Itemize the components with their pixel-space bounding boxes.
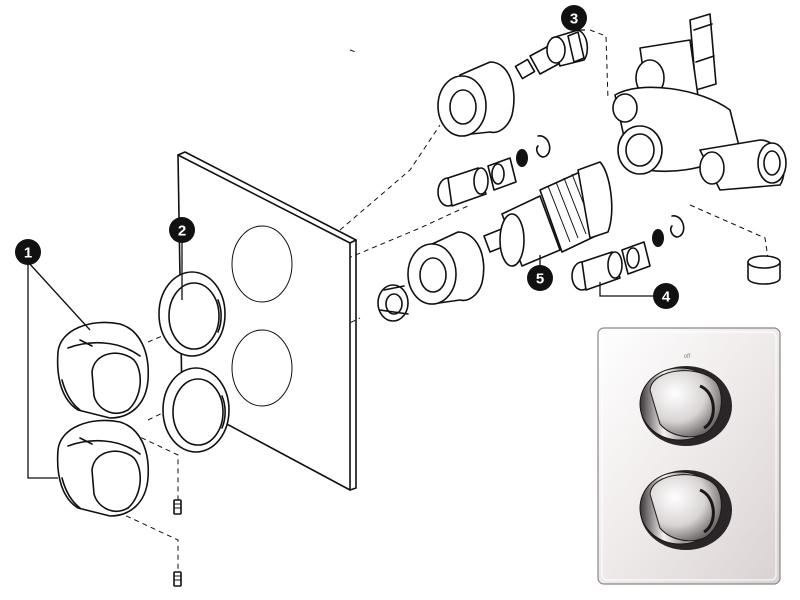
callout-5: 5 [527,265,553,291]
callout-1-label: 1 [24,245,32,262]
callout-2: 2 [169,217,195,243]
blanking-cap [747,255,781,285]
plate-opening [231,329,293,407]
check-valve-right [571,215,685,291]
photo-knob-lower [639,470,732,550]
control-knob-lower [56,419,150,517]
product-photo: off [597,327,781,585]
photo-off-label: off [684,354,691,360]
shroud-sleeve-upper [437,61,515,137]
check-valve-left [437,135,551,207]
callout-3: 3 [561,5,587,31]
sealing-ring [158,271,226,357]
callout-4: 4 [653,283,679,309]
thermostatic-cartridge [483,161,613,267]
callout-3-label: 3 [570,11,578,28]
grub-screw [173,499,182,515]
callout-leaders [22,29,660,479]
callout-4-label: 4 [662,289,671,306]
photo-knob-upper [639,366,732,446]
callout-5-label: 5 [536,271,544,288]
valve-body [612,13,787,191]
flow-cartridge [514,29,589,80]
grub-screw [173,571,182,587]
shroud-sleeve-lower [407,231,485,305]
lock-nut [377,284,409,322]
plate-opening [231,225,293,303]
sealing-ring [162,367,230,453]
callout-2-label: 2 [178,223,186,240]
control-knob-upper [56,321,150,419]
callout-1: 1 [15,239,41,265]
